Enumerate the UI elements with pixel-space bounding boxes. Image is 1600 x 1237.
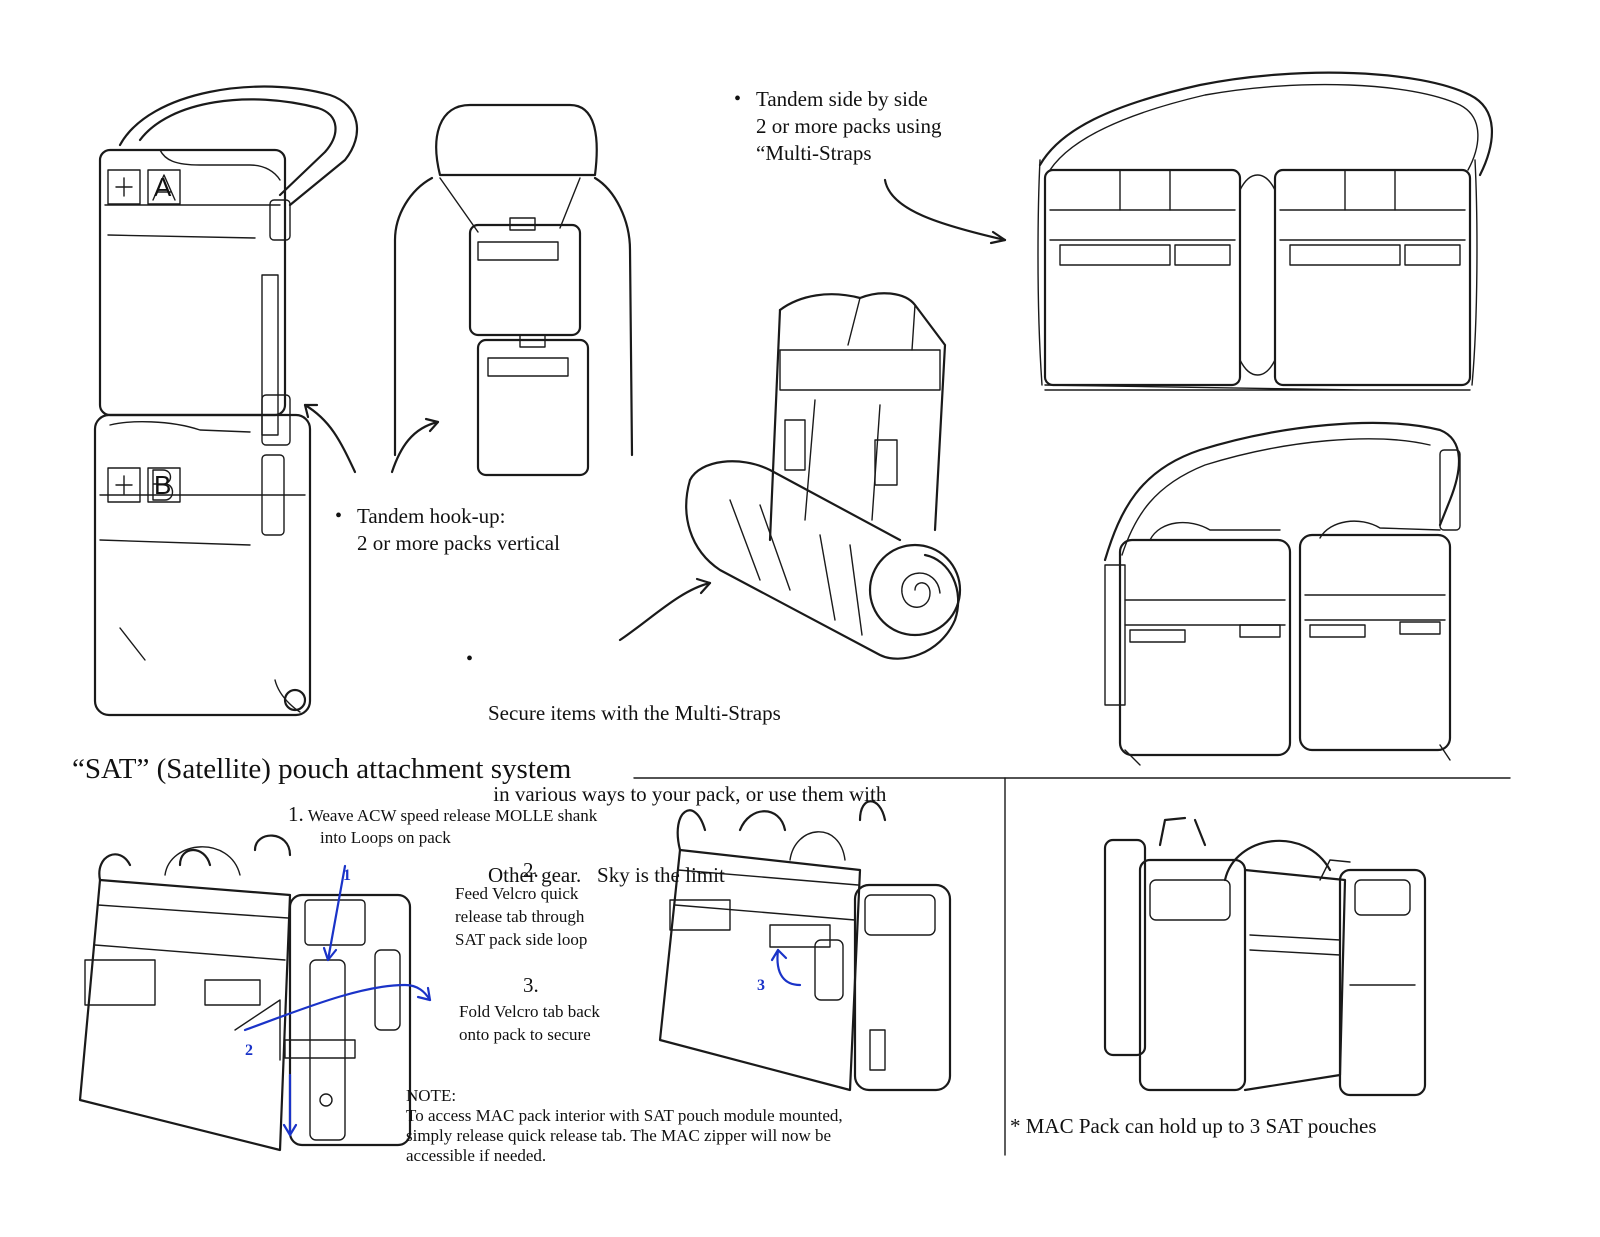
note-line-2: simply release quick release tab. The MA… bbox=[406, 1126, 832, 1145]
pack-label-b: B bbox=[154, 470, 172, 500]
tandem-hookup-line-2: 2 or more packs vertical bbox=[357, 531, 560, 555]
step-1-line-2: into Loops on pack bbox=[320, 828, 451, 847]
secure-items-line-2: in various ways to your pack, or use the… bbox=[488, 782, 887, 806]
step-3-arrow bbox=[776, 948, 802, 987]
step-3-number: 3. bbox=[523, 973, 539, 997]
secure-items-line-3: Other gear. Sky is the limit bbox=[488, 863, 725, 887]
diagram-marker-2: 2 bbox=[245, 1042, 253, 1059]
step-2-number: 2. bbox=[523, 858, 539, 882]
sat-section-title: “SAT” (Satellite) pouch attachment syste… bbox=[72, 753, 572, 785]
tandem-side-line-1: Tandem side by side bbox=[756, 87, 928, 111]
note-label: NOTE: bbox=[406, 1086, 457, 1105]
three-sat-pouches-drawing bbox=[1103, 816, 1427, 1097]
tandem-hookup-callout: Tandem hook-up: 2 or more packs vertical bbox=[335, 503, 560, 557]
step-1: 1. Weave ACW speed release MOLLE shank i… bbox=[288, 803, 597, 849]
note-line-3: accessible if needed. bbox=[406, 1146, 547, 1165]
pack-label-a: A bbox=[154, 172, 172, 202]
rolled-item-strapped-pack-drawing bbox=[685, 292, 962, 660]
secure-items-line-1: Secure items with the Multi-Straps bbox=[488, 701, 781, 725]
tandem-hookup-line-1: Tandem hook-up: bbox=[357, 504, 506, 528]
hookup-arrow-left bbox=[303, 403, 357, 474]
step-1-line-1: Weave ACW speed release MOLLE shank bbox=[307, 806, 598, 825]
capacity-note: * MAC Pack can hold up to 3 SAT pouches bbox=[1010, 1114, 1377, 1138]
step-1-arrow bbox=[326, 864, 347, 962]
step-3-line-1: Fold Velcro tab back bbox=[459, 1002, 600, 1021]
step-2-line-2: release tab through bbox=[455, 907, 585, 926]
side-by-side-with-strap-drawing bbox=[1103, 421, 1461, 766]
step-2-line-3: SAT pack side loop bbox=[455, 930, 588, 949]
note-line-1: To access MAC pack interior with SAT pou… bbox=[406, 1106, 843, 1125]
diagram-marker-3: 3 bbox=[757, 977, 765, 994]
side-by-side-arrow bbox=[883, 178, 1007, 242]
tandem-side-line-2: 2 or more packs using bbox=[756, 114, 942, 138]
step-2-text: Feed Velcro quick release tab through SA… bbox=[455, 882, 587, 951]
seat-back-mounted-packs-drawing bbox=[393, 103, 634, 477]
diagram-marker-1: 1 bbox=[343, 867, 351, 884]
step-2-line-1: Feed Velcro quick bbox=[455, 884, 579, 903]
tandem-side-callout: Tandem side by side 2 or more packs usin… bbox=[734, 86, 942, 167]
step-3-line-2: onto pack to secure bbox=[459, 1025, 591, 1044]
secure-items-callout: Secure items with the Multi-Straps in va… bbox=[466, 646, 887, 943]
secure-arrow bbox=[618, 581, 712, 642]
side-by-side-packs-drawing bbox=[1037, 71, 1494, 391]
vertical-tandem-packs-drawing bbox=[93, 85, 359, 717]
tandem-side-line-3: “Multi-Straps bbox=[756, 141, 872, 165]
step-3-text: Fold Velcro tab back onto pack to secure bbox=[459, 1000, 600, 1046]
hookup-arrow-right bbox=[390, 420, 440, 474]
note-block: NOTE: To access MAC pack interior with S… bbox=[406, 1086, 843, 1166]
step-1-number: 1. bbox=[288, 802, 304, 826]
step-2-arrow bbox=[243, 983, 432, 1032]
sat-attachment-steps-drawing bbox=[78, 834, 412, 1152]
